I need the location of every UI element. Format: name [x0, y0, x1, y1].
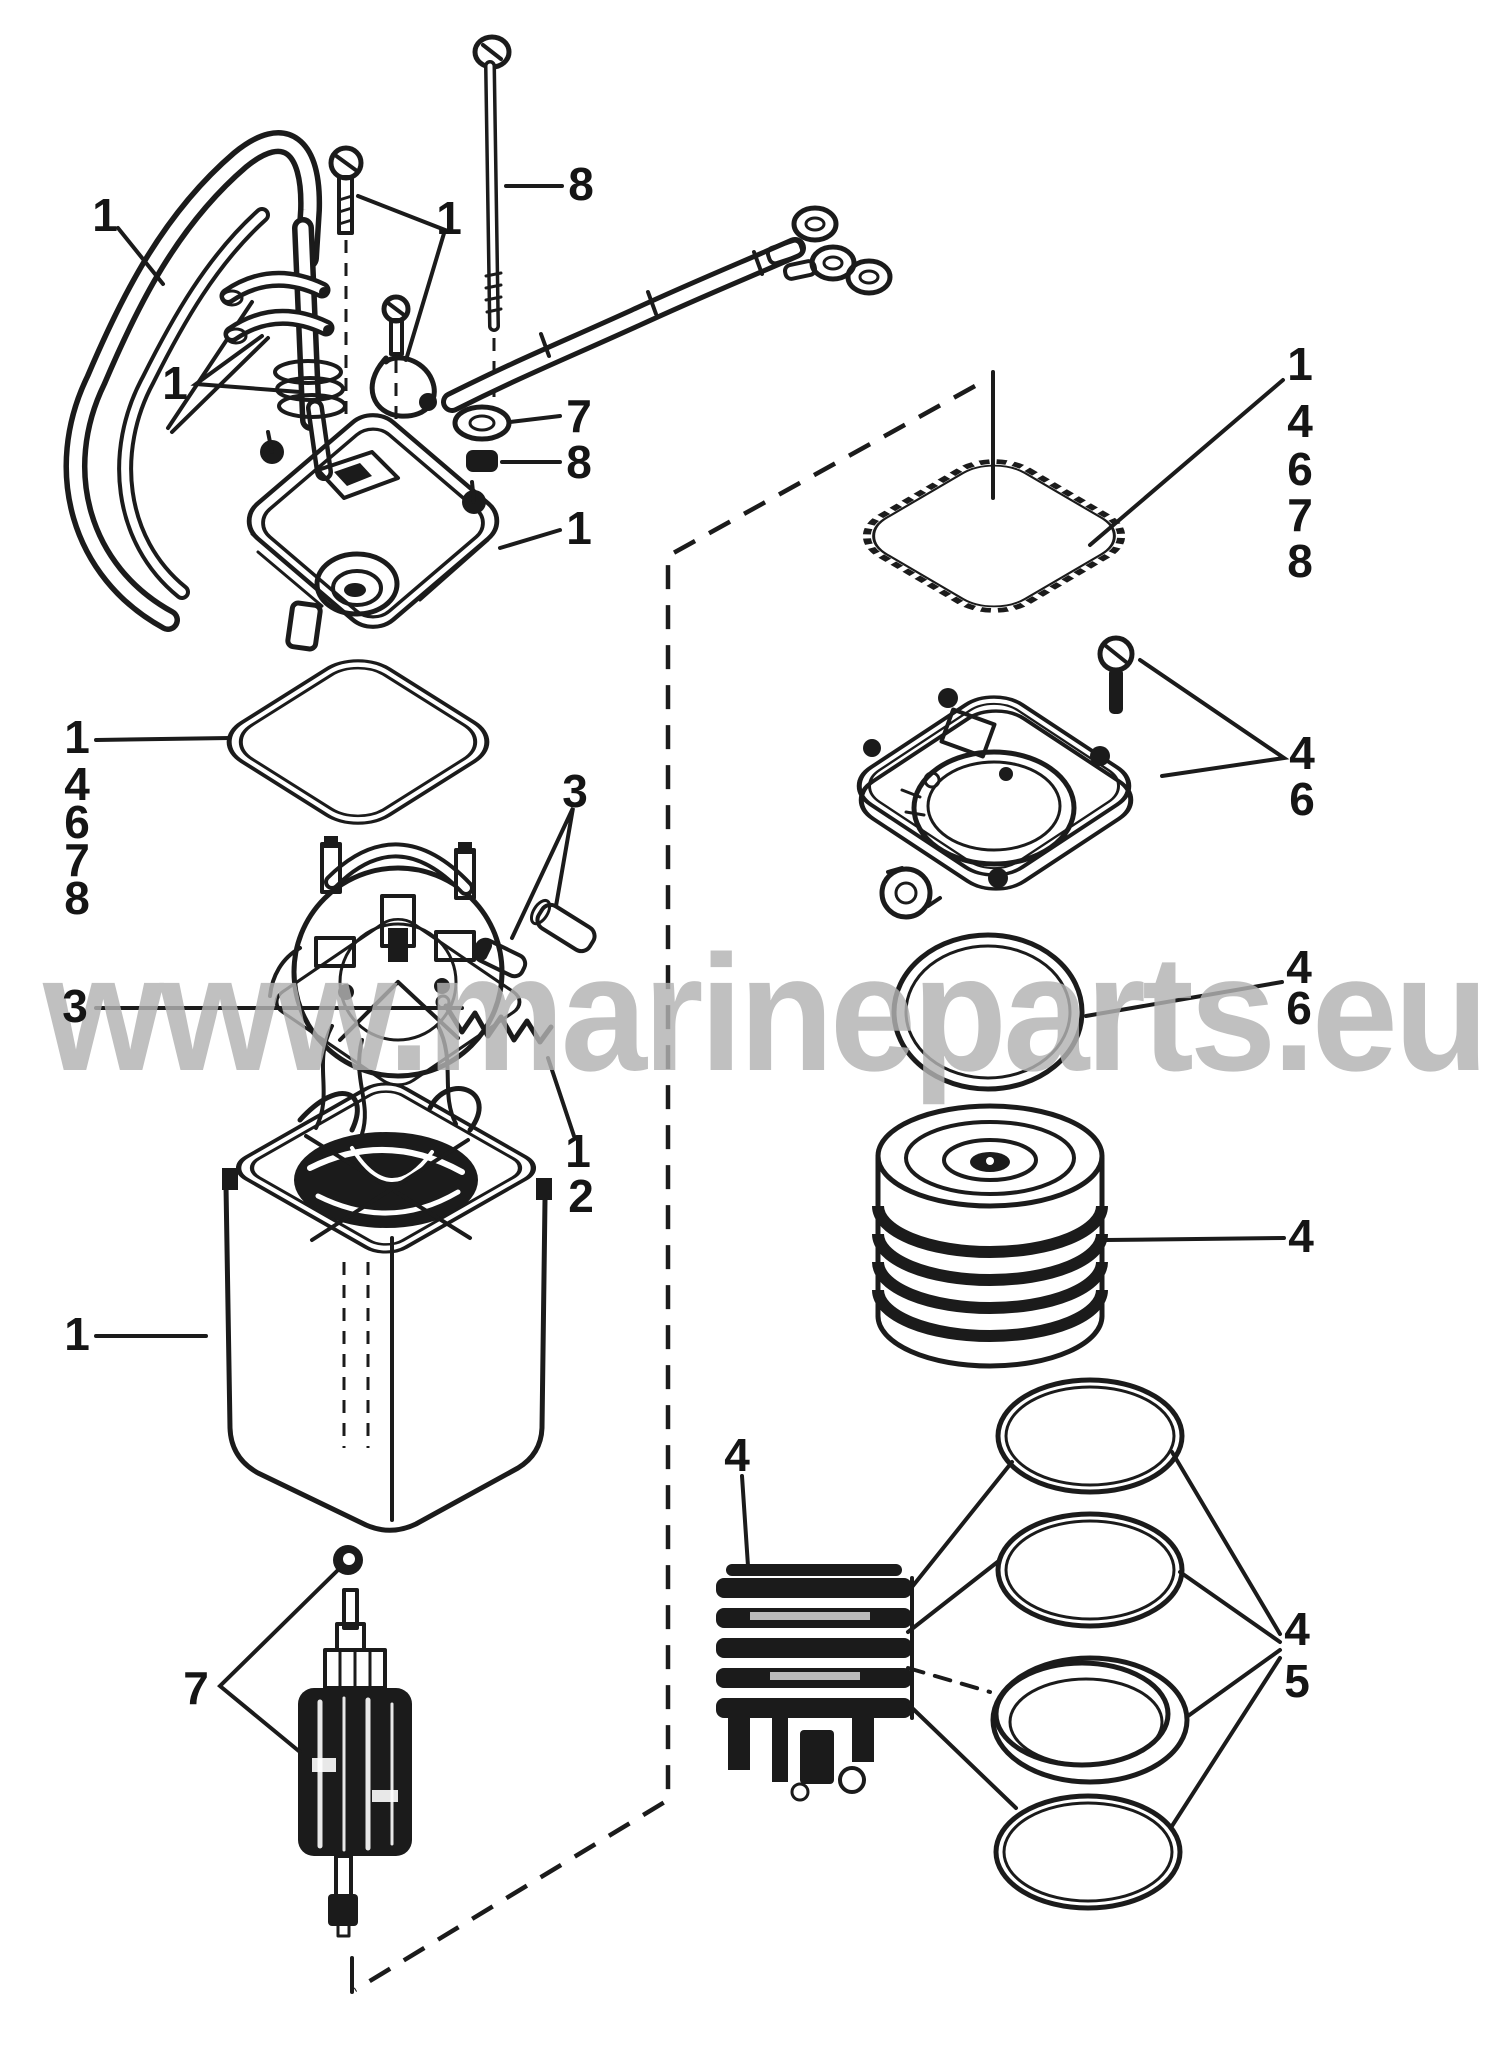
callout-nut: 8 [566, 436, 592, 488]
callout-valve-body: 4 [724, 1429, 750, 1481]
callout-spring-2: 2 [568, 1170, 594, 1222]
exploded-view-divider [350, 370, 995, 1994]
callout-pump: 4 [1288, 1210, 1314, 1262]
callout-cover: 1 [566, 502, 592, 554]
callout-col-right-4: 4 [1287, 395, 1313, 447]
callout-tube: 1 [92, 189, 118, 241]
callout-brush-plate: 3 [62, 980, 88, 1032]
callout-brushes: 3 [562, 765, 588, 817]
valve-body-drawing [716, 1564, 914, 1802]
motor-end-cover-drawing [246, 413, 500, 652]
armature-drawing [298, 1588, 412, 1938]
brush-end-frame-drawing [268, 836, 522, 1136]
callout-armature: 7 [183, 1662, 209, 1714]
square-oring-drawing [862, 459, 1126, 613]
pump-end-cap-drawing [856, 688, 1134, 920]
round-oring-drawing [891, 932, 1085, 1092]
callout-oring-6: 6 [1286, 982, 1312, 1034]
flat-washer-drawing [452, 404, 512, 442]
callout-oring-set-5: 5 [1284, 1655, 1310, 1707]
callout-screws: 1 [436, 192, 462, 244]
callout-endcap-4: 4 [1289, 727, 1315, 779]
motor-housing-drawing [222, 1082, 552, 1533]
ring-terminals-drawing [765, 205, 893, 296]
callout-col-right-7: 7 [1287, 489, 1313, 541]
pump-cylinder-drawing [872, 1103, 1108, 1369]
armature-nut-drawing [333, 1545, 363, 1575]
callout-col-left-7: 7 [64, 834, 90, 886]
through-bolt-drawing [472, 34, 512, 400]
callout-col-left-8: 8 [64, 872, 90, 924]
callout-labels: 1 1 8 1 7 8 1 1 4 6 7 8 3 3 1 2 1 7 1 4 … [62, 158, 1315, 1714]
callout-col-left-1: 1 [64, 711, 90, 763]
callout-clamp: 1 [162, 357, 188, 409]
oring-set-leader-lines [906, 1450, 1282, 1828]
hex-nut-drawing [466, 450, 498, 472]
brush-cylinder-b-drawing [472, 937, 528, 979]
callout-col-left-6: 6 [64, 796, 90, 848]
cover-screw-lower-drawing [381, 294, 411, 426]
cover-screw-upper-drawing [328, 145, 364, 424]
callout-housing: 1 [64, 1308, 90, 1360]
oring-set-drawing [990, 1377, 1190, 1911]
watermark-text: www.marineparts.eu [42, 921, 1485, 1105]
callout-col-right-1: 1 [1287, 338, 1313, 390]
battery-cable-drawing [441, 205, 893, 413]
callout-col-right-8: 8 [1287, 535, 1313, 587]
callout-col-left-4: 4 [64, 758, 90, 810]
curved-tube-drawing [63, 130, 323, 632]
callout-leader-lines [94, 184, 1290, 1754]
callout-oring-4: 4 [1286, 941, 1312, 993]
callout-col-right-6: 6 [1287, 443, 1313, 495]
end-cap-screw-drawing [1097, 635, 1135, 714]
cable-clamp-drawing [369, 355, 437, 419]
callout-bolt: 8 [568, 158, 594, 210]
callout-washer: 7 [566, 390, 592, 442]
callout-spring-1: 1 [565, 1125, 591, 1177]
callout-oring-set-4: 4 [1284, 1603, 1310, 1655]
callout-endcap-6: 6 [1289, 773, 1315, 825]
square-gasket-drawing [226, 659, 490, 825]
brush-cylinder-a-drawing [529, 898, 597, 954]
